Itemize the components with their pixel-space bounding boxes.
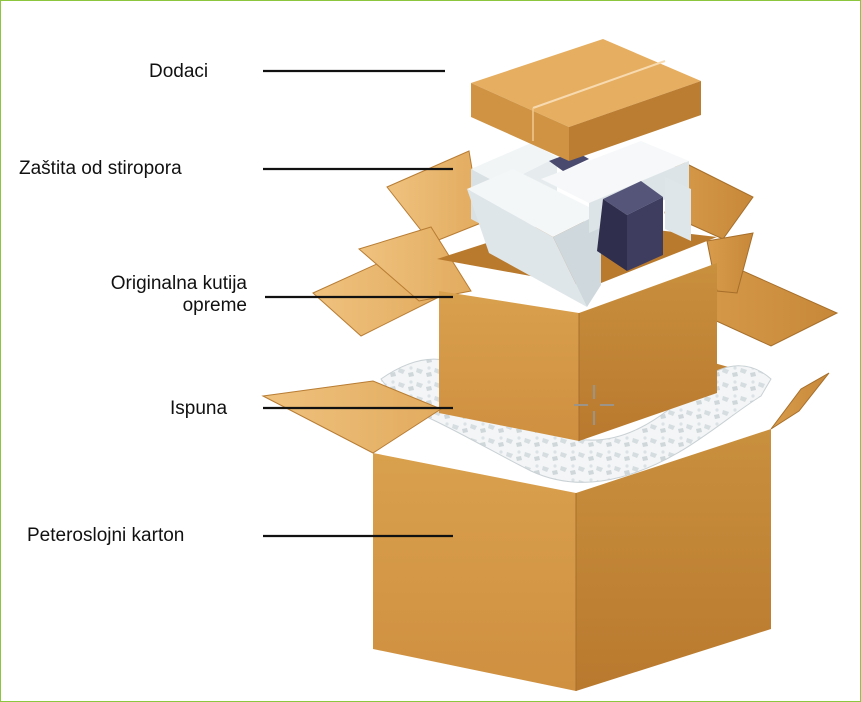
device-box [603,181,663,215]
label-ispuna: Ispuna [170,398,228,419]
label-peteroslojni-karton: Peteroslojni karton [27,525,185,546]
inner-right-face [579,263,717,441]
outer-front-right-flap [770,372,830,430]
outer-front-face [373,453,576,691]
accessories-box [471,39,701,161]
outer-right-face [576,429,771,691]
inner-back-left-flap [386,150,482,244]
label-originalna-line1: Originalna kutija [110,273,247,294]
label-originalna-kutija-opreme: Originalna kutija opreme [41,273,247,317]
inner-front-face [439,291,579,441]
foam-protection [467,141,691,307]
label-zastita-od-stiropora: Zaštita od stiropora [19,158,182,179]
label-originalna-line2: opreme [182,295,247,316]
inner-left-flap [357,226,472,302]
label-dodaci: Dodaci [149,61,209,82]
